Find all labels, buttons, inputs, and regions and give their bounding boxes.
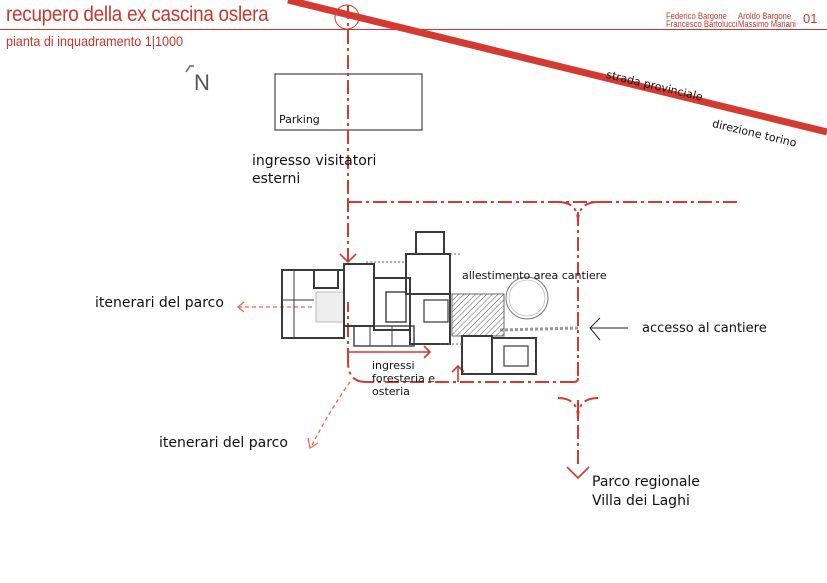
guesthouse-label-line-1: ingressi [372, 359, 415, 372]
parking-label: Parking [279, 113, 320, 126]
crane-circle [505, 276, 549, 320]
itinerary-arrows [236, 301, 319, 450]
construction-setup-label: allestimento area cantiere [462, 269, 607, 282]
route-arrows [339, 253, 590, 480]
north-label: N [194, 70, 210, 95]
visitor-entrance-line-2: esterni [252, 171, 301, 187]
guesthouse-entrance-label: ingressi foresteria e osteria [372, 359, 435, 398]
guesthouse-label-line-2: foresteria e [372, 372, 436, 385]
drawing-title: recupero della ex cascina oslera [6, 3, 269, 26]
construction-arrow-icon [589, 317, 601, 341]
author-name: Federico Bargone [666, 11, 727, 21]
building-plan [281, 231, 537, 375]
construction-access-path [499, 326, 581, 332]
route-network [347, 5, 738, 468]
regional-park-line-1: Parco regionale [592, 474, 700, 490]
provincial-road [287, 0, 827, 136]
north-arrow-icon [185, 65, 194, 73]
regional-park-line-2: Villa dei Laghi [592, 493, 690, 509]
construction-area-hatch [451, 293, 505, 337]
authors-col-1: Federico Bargone Francesco Bartolucci [666, 11, 738, 29]
visitor-entrance-line-1: ingresso visitatori [252, 153, 377, 169]
park-itineraries [238, 306, 351, 446]
park-itinerary-label-1: itenerari del parco [95, 295, 224, 311]
author-name: Aroldo Bargone [738, 11, 792, 21]
visitor-entrance-label: ingresso visitatori esterni [252, 152, 376, 188]
building-detail [366, 253, 462, 345]
park-itinerary-label-2: itenerari del parco [159, 435, 288, 451]
sheet-number: 01 [803, 11, 818, 26]
author-name: Francesco Bartolucci [666, 19, 738, 29]
construction-access-label: accesso al cantiere [642, 321, 767, 336]
regional-park-label: Parco regionale Villa dei Laghi [592, 473, 700, 511]
crane-circle-inner [508, 279, 546, 317]
drawing-subtitle: pianta di inquadramento 1|1000 [6, 33, 184, 49]
guesthouse-label-line-3: osteria [372, 385, 410, 398]
authors-col-2: Aroldo Bargone Massimo Mariani [738, 11, 796, 29]
author-name: Massimo Mariani [738, 19, 796, 29]
